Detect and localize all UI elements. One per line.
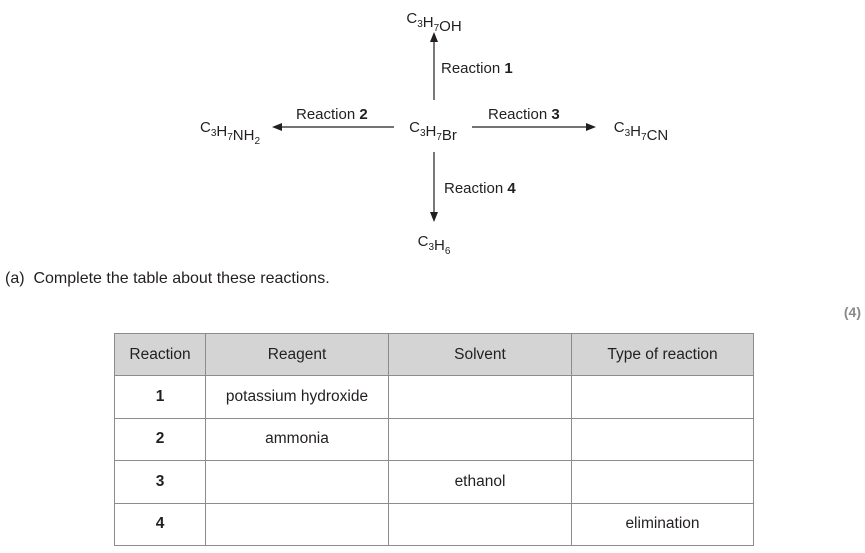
cell-reagent[interactable]: ammonia xyxy=(205,417,389,461)
header-reaction: Reaction xyxy=(114,333,206,376)
cell-type-of-reaction[interactable] xyxy=(571,460,754,504)
arrowhead-reaction-1 xyxy=(430,32,438,42)
cell-reaction-number: 3 xyxy=(114,460,206,504)
arrowhead-reaction-2 xyxy=(272,123,282,131)
cell-type-of-reaction[interactable] xyxy=(571,375,754,419)
formula-bottom: C3H6 xyxy=(418,233,451,257)
reaction-2-label: Reaction 2 xyxy=(296,106,368,123)
reactions-table: Reaction Reagent Solvent Type of reactio… xyxy=(114,333,754,546)
cell-type-of-reaction[interactable] xyxy=(571,417,754,461)
cell-type-of-reaction[interactable]: elimination xyxy=(571,502,754,546)
header-type-of-reaction: Type of reaction xyxy=(571,333,754,376)
table-header-row: Reaction Reagent Solvent Type of reactio… xyxy=(114,333,754,376)
cell-reaction-number: 4 xyxy=(114,502,206,546)
cell-solvent[interactable] xyxy=(388,417,572,461)
reaction-3-label: Reaction 3 xyxy=(488,106,560,123)
formula-center: C3H7Br xyxy=(409,119,457,144)
table-row: 1 potassium hydroxide xyxy=(114,375,754,419)
cell-reagent[interactable]: potassium hydroxide xyxy=(205,375,389,419)
question-label: (a) xyxy=(5,270,25,287)
question-text: Complete the table about these reactions… xyxy=(33,270,330,287)
cell-reagent[interactable] xyxy=(205,502,389,546)
reaction-1-label: Reaction 1 xyxy=(441,60,513,77)
cell-solvent[interactable] xyxy=(388,502,572,546)
header-solvent: Solvent xyxy=(388,333,572,376)
formula-right: C3H7CN xyxy=(614,119,668,144)
cell-reagent[interactable] xyxy=(205,460,389,504)
arrowhead-reaction-4 xyxy=(430,212,438,222)
cell-solvent[interactable]: ethanol xyxy=(388,460,572,504)
table-row: 4 elimination xyxy=(114,502,754,546)
table-row: 2 ammonia xyxy=(114,417,754,461)
header-reagent: Reagent xyxy=(205,333,389,376)
table-row: 3 ethanol xyxy=(114,460,754,504)
formula-left: C3H7NH2 xyxy=(200,119,260,147)
cell-reaction-number: 2 xyxy=(114,417,206,461)
cell-reaction-number: 1 xyxy=(114,375,206,419)
question-prompt: (a) Complete the table about these react… xyxy=(5,270,330,288)
cell-solvent[interactable] xyxy=(388,375,572,419)
arrowhead-reaction-3 xyxy=(586,123,596,131)
reaction-scheme-diagram: C3H7Br C3H7OH C3H7NH2 C3H7CN C3H6 Reacti… xyxy=(200,10,668,257)
reaction-4-label: Reaction 4 xyxy=(444,180,516,197)
marks-indicator: (4) xyxy=(843,304,861,320)
formula-top: C3H7OH xyxy=(406,10,461,35)
